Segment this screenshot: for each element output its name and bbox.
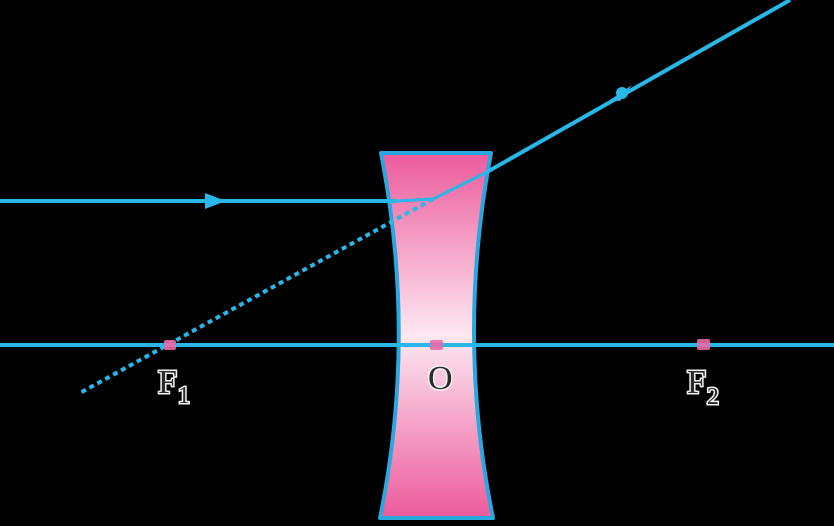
incident-arrow-icon [205,193,226,209]
concave-lens [378,151,495,520]
ray-inside-lens [396,197,434,203]
refracted-ray [486,0,791,174]
ray-inside-lens-refract [432,170,488,201]
f2-marker [697,339,710,350]
virtual-ray-extension [79,197,434,395]
f1-label: F1 [158,364,190,409]
origin-label: O [428,360,453,397]
refracted-arrow-head-icon [616,87,628,99]
f2-label: F2 [687,364,719,410]
origin-marker [430,340,443,350]
f1-marker [164,340,176,350]
